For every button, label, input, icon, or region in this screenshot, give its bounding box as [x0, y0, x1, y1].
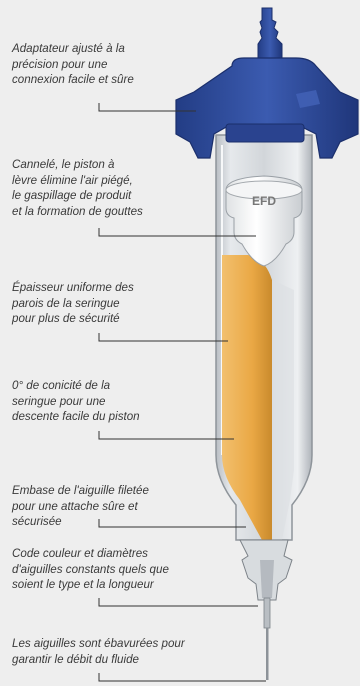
label-color: Code couleur et diamètres d'aiguilles co…: [12, 547, 169, 591]
piston: EFD: [225, 175, 303, 267]
adapter: [175, 7, 359, 159]
leader-burr: [98, 673, 266, 682]
label-thread: Embase de l'aiguille filetée pour une at…: [12, 484, 149, 528]
leader-adapter: [98, 103, 196, 112]
leader-thread: [98, 519, 246, 528]
needle-hub: [239, 539, 293, 601]
leader-wall: [98, 333, 228, 342]
fluid: [222, 255, 294, 560]
label-burr: Les aiguilles sont ébavurées pour garant…: [12, 637, 185, 666]
label-adapter: Adaptateur ajusté à la précision pour un…: [12, 42, 134, 86]
needle: [263, 597, 271, 680]
leader-lines: [98, 103, 266, 682]
leader-color: [98, 598, 258, 607]
label-taper: 0° de conicité de la seringue pour une d…: [12, 379, 140, 423]
piston-marking: EFD: [252, 194, 276, 208]
label-wall: Épaisseur uniforme des parois de la seri…: [12, 281, 134, 325]
leader-piston: [98, 228, 256, 237]
label-piston: Cannelé, le piston à lèvre élimine l'air…: [12, 158, 143, 218]
leader-taper: [98, 431, 234, 440]
